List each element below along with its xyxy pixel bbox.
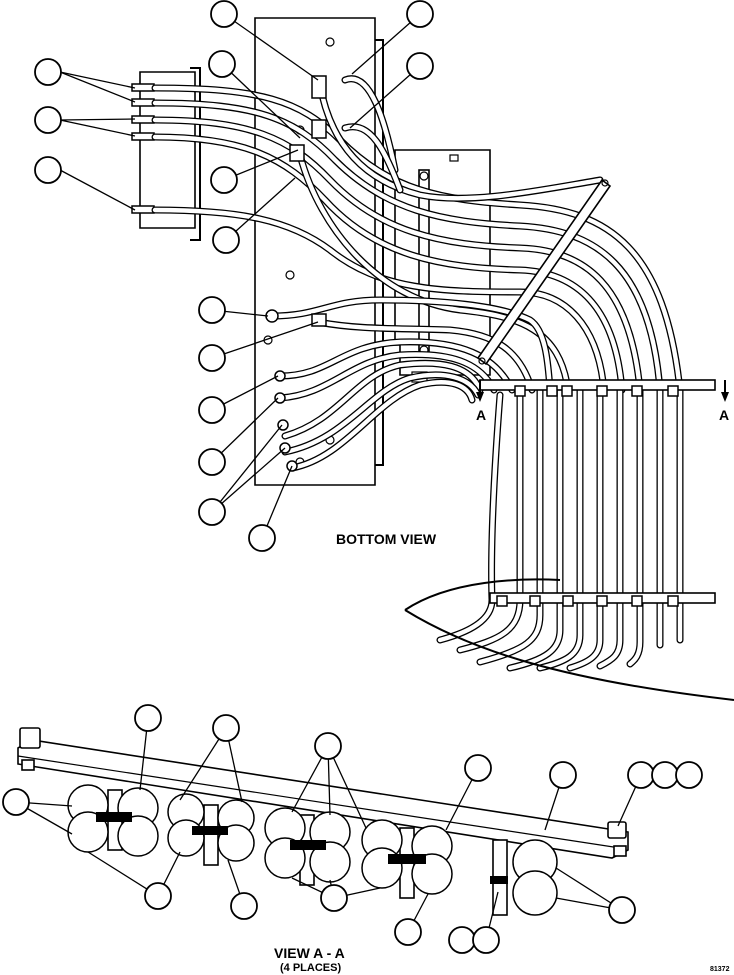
view-subtitle: (4 PLACES) <box>280 962 341 974</box>
callout-bubble <box>406 52 434 80</box>
callout-bubble <box>198 448 226 476</box>
callout-circles-aa <box>2 704 703 954</box>
callout-circles <box>34 0 434 552</box>
manifold-box <box>139 71 196 229</box>
callout-bubble <box>212 714 240 742</box>
callout-bubble <box>212 226 240 254</box>
hose-bundle-upper <box>151 84 684 394</box>
bottom-view: A A <box>34 0 734 701</box>
callout-bubble <box>394 918 422 946</box>
callout-bubble <box>198 344 226 372</box>
callout-bubble <box>144 882 172 910</box>
fittings <box>265 75 327 472</box>
clamp-group <box>264 807 351 886</box>
structure-curve <box>404 578 561 611</box>
plate-hole <box>285 270 295 280</box>
callout-bubble <box>208 50 236 78</box>
hose-bundle-lower <box>268 296 554 472</box>
callout-bubble <box>406 0 434 28</box>
plate-hole <box>325 37 335 47</box>
rail-end-fitting <box>607 821 627 839</box>
callout-bubble <box>464 754 492 782</box>
bar-bolt <box>419 171 429 181</box>
callout-bubble <box>134 704 162 732</box>
callout-bubble <box>210 166 238 194</box>
bottom-view-title: BOTTOM VIEW <box>336 531 437 547</box>
manifold-flange <box>190 67 201 241</box>
callout-bubble <box>198 296 226 324</box>
callout-bubble <box>608 896 636 924</box>
drawing-number: 81372 <box>710 966 730 973</box>
clamp-group <box>490 839 558 916</box>
mounting-plate <box>254 17 376 486</box>
bracket-slot <box>449 154 459 162</box>
clamp-group <box>167 793 255 866</box>
callout-bubble <box>549 761 577 789</box>
section-label-right: A <box>719 407 729 423</box>
callout-bubble <box>2 788 30 816</box>
section-label-left: A <box>476 407 486 423</box>
section-cut-line <box>476 380 729 402</box>
structure-edge <box>404 609 734 701</box>
strap-bolt <box>478 357 486 365</box>
vertical-hose-run <box>436 386 684 672</box>
hose-bundle-mid <box>296 75 604 394</box>
diagonal-strap <box>476 178 612 366</box>
rail-edge <box>17 755 621 849</box>
callout-bubble <box>230 892 258 920</box>
callout-bubble <box>34 106 62 134</box>
rail-clamps <box>496 385 679 607</box>
callout-bubble <box>34 156 62 184</box>
callout-bubble <box>248 524 276 552</box>
callout-bubble <box>210 0 238 28</box>
callout-bubble <box>448 926 476 954</box>
callout-bubble <box>472 926 500 954</box>
strap-bolt <box>601 179 609 187</box>
callout-bubble <box>627 761 655 789</box>
rail-end-nut <box>613 845 627 857</box>
view-a-a: VIEW A - A (4 PLACES) <box>2 704 703 974</box>
plate-flange <box>375 39 384 466</box>
callout-bubble <box>675 761 703 789</box>
view-title: VIEW A - A <box>274 945 345 961</box>
callout-bubble <box>198 396 226 424</box>
clamp-group <box>67 784 159 857</box>
clamp-group <box>361 819 453 899</box>
rail-end-nut <box>21 759 35 771</box>
callout-bubble <box>651 761 679 789</box>
callout-leaders <box>59 13 421 539</box>
callout-bubble <box>34 58 62 86</box>
callout-bubble <box>314 732 342 760</box>
callout-bubble <box>320 884 348 912</box>
callout-bubble <box>198 498 226 526</box>
rail-end-fitting <box>19 727 41 749</box>
